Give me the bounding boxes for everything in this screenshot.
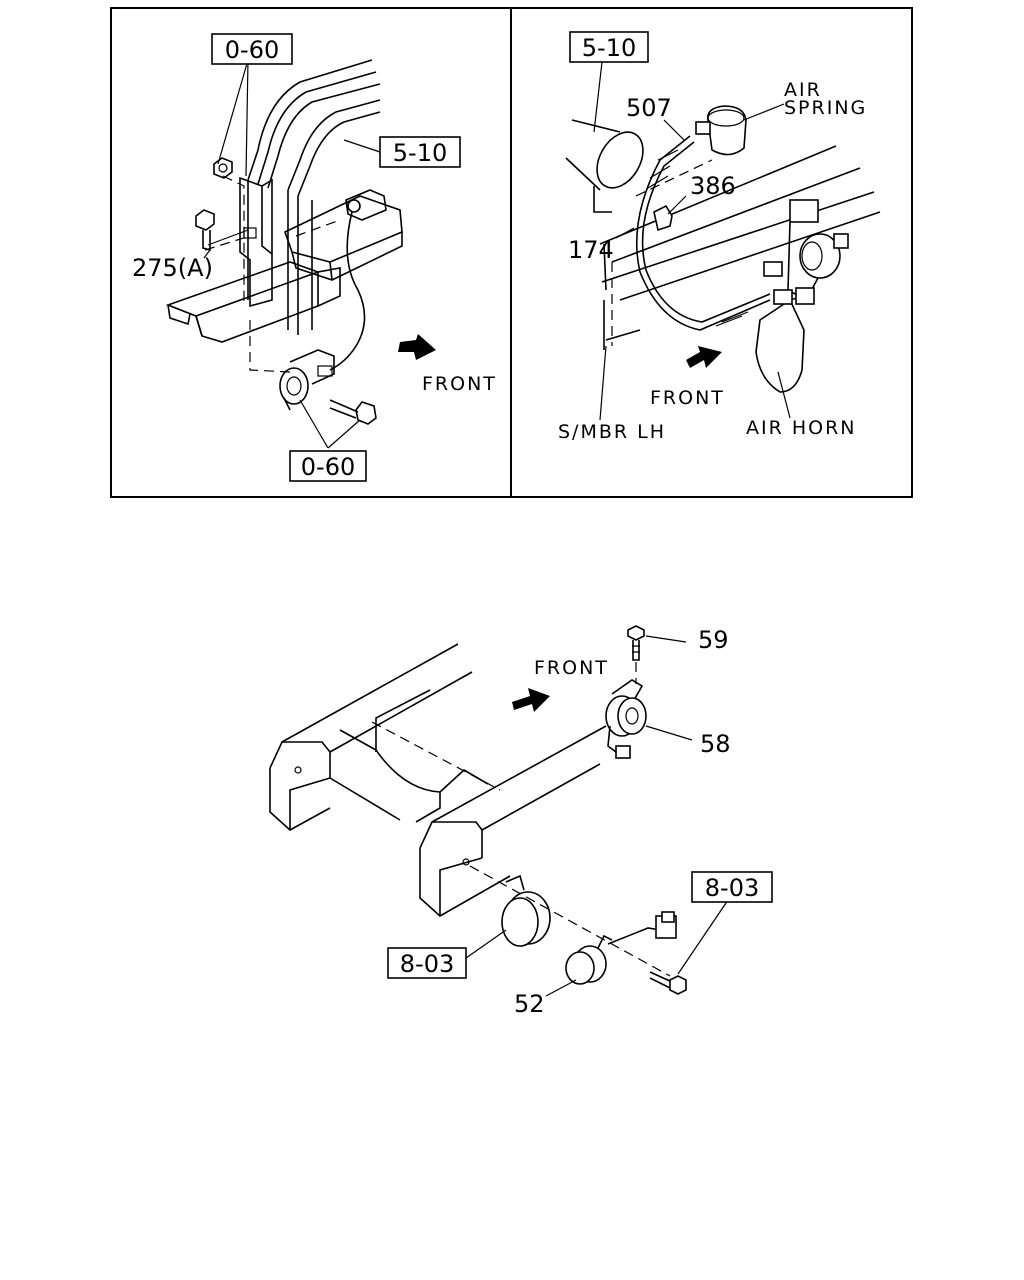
side-member: [599, 145, 881, 350]
label-front-left: FRONT: [422, 373, 497, 395]
bolt-rail: [469, 865, 687, 995]
callout-box-8-03-right: [691, 871, 773, 903]
label-front-lower: FRONT: [534, 657, 609, 679]
lower-diagram: 59 FRONT 58 8-03 8-03 52: [269, 625, 773, 1018]
front-arrow-icon-right: [686, 346, 722, 368]
nut-top: [213, 157, 233, 179]
label-386: 386: [690, 172, 736, 200]
air-hose: [635, 135, 771, 331]
frame-rail-left: [269, 643, 473, 831]
right-panel: 5-10 507 AIR SPRING 386 174 FRONT S/MBR …: [558, 31, 881, 443]
callout-8-03-right: 8-03: [705, 874, 759, 902]
horn-cover: [501, 874, 551, 947]
horn-52: [565, 911, 677, 985]
callout-0-60-bottom: 0-60: [301, 453, 355, 481]
cross-tube: [565, 119, 644, 213]
label-air-spring-1: AIR: [784, 79, 822, 101]
label-58: 58: [700, 730, 731, 758]
label-air-horn: AIR HORN: [746, 417, 857, 439]
callout-5-10-left: 5-10: [393, 139, 447, 167]
front-arrow-icon-lower: [512, 688, 550, 712]
label-507: 507: [626, 94, 672, 122]
air-spring: [695, 105, 747, 156]
horn-mount-member: [284, 189, 403, 281]
horn-bracket: [239, 176, 273, 308]
callout-box-8-03-left: [387, 947, 467, 979]
wire-harness: [329, 211, 366, 371]
air-hose-inner: [641, 141, 771, 323]
label-59: 59: [698, 626, 729, 654]
callout-box-5-10-left: [379, 136, 461, 168]
label-52: 52: [514, 990, 545, 1018]
label-front-right: FRONT: [650, 387, 725, 409]
label-air-spring-2: SPRING: [784, 97, 867, 119]
callout-0-60-top: 0-60: [225, 36, 279, 64]
label-smbr-lh: S/MBR LH: [558, 421, 666, 443]
hose-clip-386: [653, 204, 673, 232]
horn-58: [605, 679, 647, 759]
callout-5-10-right: 5-10: [582, 34, 636, 62]
frame-rail-right: [419, 725, 607, 917]
cross-member: [329, 689, 501, 823]
bolt-bottom: [329, 399, 377, 425]
front-arrow-icon: [398, 334, 436, 360]
callout-box-5-10-right: [569, 31, 649, 63]
left-panel: 0-60 5-10 0-60 275(A) FRONT: [132, 33, 497, 482]
bolt-59: [627, 625, 645, 684]
callout-box-0-60-bottom: [289, 450, 367, 482]
callout-8-03-left: 8-03: [400, 950, 454, 978]
horn-unit: [279, 349, 335, 411]
label-275a: 275(A): [132, 254, 213, 282]
callout-box-0-60-top: [211, 33, 293, 65]
valve-assembly: [763, 199, 849, 305]
label-174: 174: [568, 236, 614, 264]
